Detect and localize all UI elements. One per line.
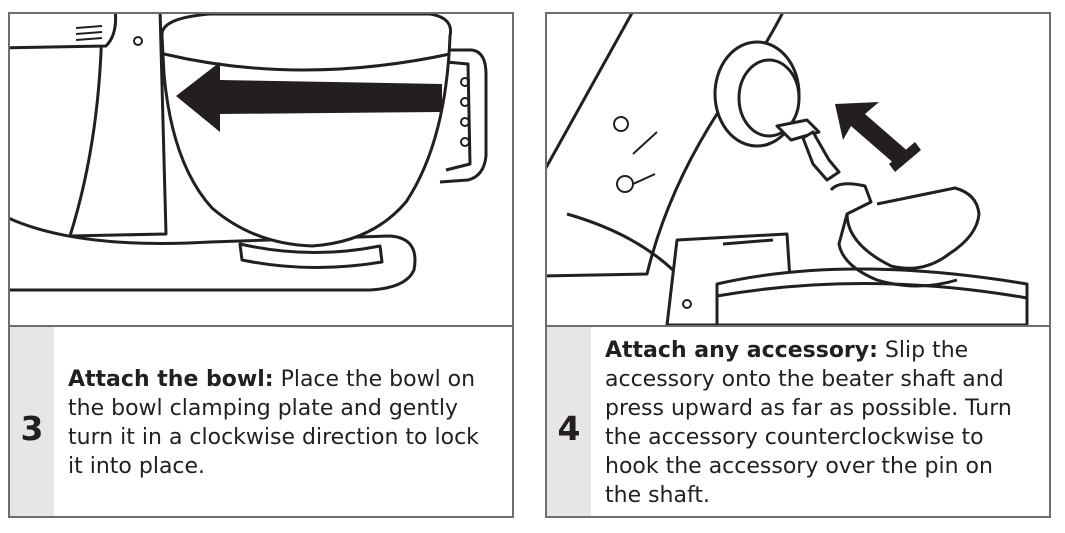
divider (547, 325, 1049, 327)
step-title: Attach any accessory: (605, 338, 878, 363)
divider (10, 325, 512, 327)
step-instruction: Attach any accessory: Slip the accessory… (605, 336, 1035, 510)
step-number-column: 4 (547, 327, 591, 516)
step-number-column: 3 (10, 327, 54, 516)
step-instruction: Attach the bowl: Place the bowl on the b… (68, 365, 498, 481)
step-title: Attach the bowl: (68, 367, 274, 392)
mixer-accessory-attach-drawing (547, 14, 1029, 325)
step-3-illustration (10, 14, 512, 325)
step-4-panel: 4 Attach any accessory: Slip the accesso… (545, 12, 1051, 518)
step-body: Slip the accessory onto the beater shaft… (605, 338, 1012, 508)
step-number: 3 (20, 409, 44, 448)
step-body: Place the bowl on the bowl clamping plat… (68, 367, 479, 479)
step-3-panel: 3 Attach the bowl: Place the bowl on the… (8, 12, 514, 518)
mixer-bowl-attach-drawing (10, 14, 488, 292)
step-number: 4 (557, 409, 581, 448)
step-4-illustration (547, 14, 1049, 325)
